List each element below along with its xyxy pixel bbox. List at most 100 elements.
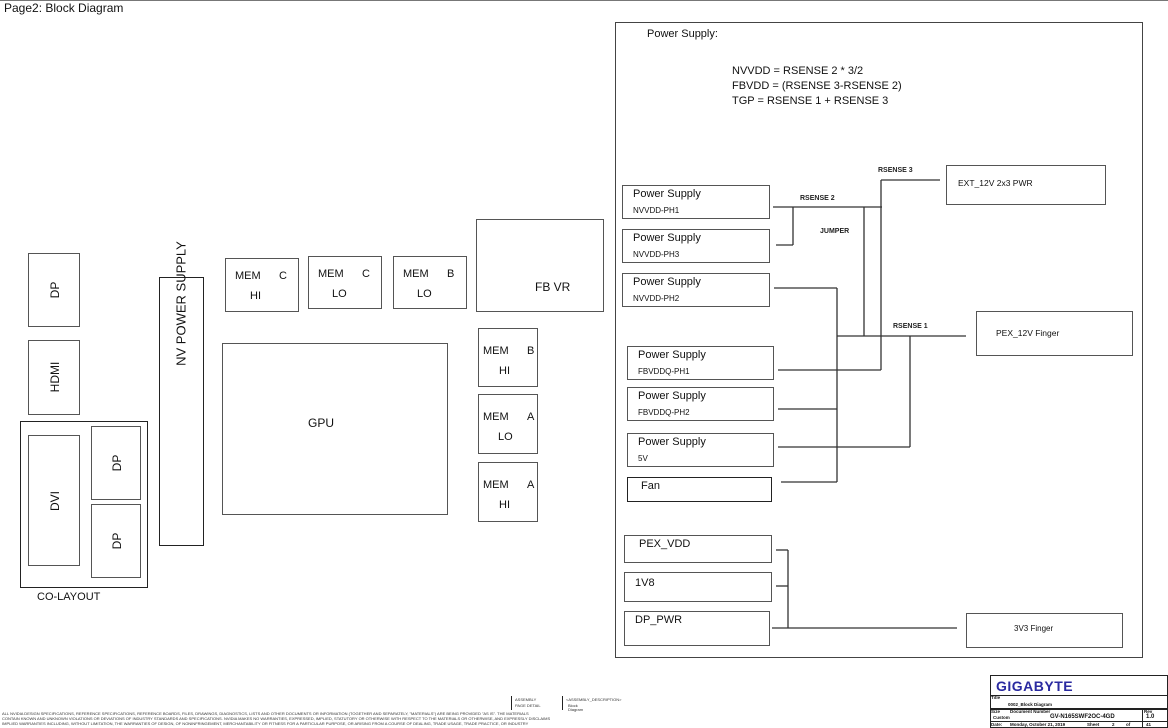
mem-b-lo-name: MEM xyxy=(403,268,429,280)
supply-fbvddq-ph1: Power Supply FBVDDQ-PH1 xyxy=(627,346,774,380)
supply-sub: FBVDDQ-PH1 xyxy=(638,367,690,376)
supply-sub: FBVDDQ-PH2 xyxy=(638,408,690,417)
supply-nvvdd-ph3: Power Supply NVVDD-PH3 xyxy=(622,229,770,263)
page-detail-label: PAGE DETAIL xyxy=(515,703,541,708)
mem-a-lo-half: LO xyxy=(498,431,513,443)
rev-label: Rev xyxy=(1144,709,1153,714)
fb-vr-block: FB VR xyxy=(476,219,604,312)
mem-c-lo-name: MEM xyxy=(318,268,344,280)
supply-nvvdd-ph2: Power Supply NVVDD-PH2 xyxy=(622,273,770,307)
mem-b-lo-block: MEM B LO xyxy=(393,256,467,309)
mem-c-lo-block: MEM C LO xyxy=(308,256,382,309)
mem-c-hi-bank: C xyxy=(279,270,287,282)
size-value: Custom xyxy=(993,715,1010,720)
disclaimer-line-2: CONTAIN KNOWN AND UNKNOWN VIOLATIONS OR … xyxy=(2,716,551,721)
mem-c-hi-name: MEM xyxy=(235,270,261,282)
supply-5v: Power Supply 5V xyxy=(627,433,774,467)
doc-number-label: Document Number xyxy=(1010,709,1051,714)
rev-value: 1.0 xyxy=(1146,714,1155,720)
supply-nvvdd-ph1: Power Supply NVVDD-PH1 xyxy=(622,185,770,219)
supply-title: Power Supply xyxy=(633,276,701,288)
rev-divider xyxy=(1142,709,1143,728)
supply-sub: NVVDD-PH3 xyxy=(633,250,680,259)
nv-power-supply-block xyxy=(159,277,204,546)
mem-a-hi-block: MEM A HI xyxy=(478,462,538,522)
desc-line-1: Block xyxy=(568,703,578,708)
disclaimer-line-1: ALL NVIDIA DESIGN SPECIFICATIONS, REFERE… xyxy=(2,711,529,716)
supply-title: Power Supply xyxy=(638,390,706,402)
dp-co2-label: DP xyxy=(110,532,124,550)
mem-b-hi-name: MEM xyxy=(483,345,509,357)
gpu-label: GPU xyxy=(308,416,335,430)
fb-vr-label: FB VR xyxy=(535,280,571,294)
mem-b-lo-half: LO xyxy=(417,288,432,300)
supply-sub: NVVDD-PH2 xyxy=(633,294,680,303)
v3v3-source: 3V3 Finger xyxy=(966,613,1123,648)
rail-label: 1V8 xyxy=(635,577,655,589)
gigabyte-logo: GIGABYTE xyxy=(996,678,1074,694)
mem-c-lo-bank: C xyxy=(362,268,370,280)
mem-b-hi-bank: B xyxy=(527,345,535,357)
title-value: 0002_Block Diagram xyxy=(1008,702,1053,707)
dp-connector-top: DP xyxy=(28,253,80,327)
dvi-connector: DVI xyxy=(28,435,80,566)
nv-power-supply-label: NV POWER SUPPLY xyxy=(173,241,189,366)
of-label: of xyxy=(1126,722,1131,727)
fan-label: Fan xyxy=(641,480,660,492)
dp-connector-co2: DP xyxy=(91,504,141,578)
rsense1-label: RSENSE 1 xyxy=(893,323,928,330)
v3v3-label: 3V3 Finger xyxy=(1014,624,1054,633)
pex-12v-label: PEX_12V Finger xyxy=(996,328,1060,338)
date-value: Monday, October 21, 2019 xyxy=(1010,722,1066,727)
date-label: Date: xyxy=(991,722,1003,727)
mem-a-hi-half: HI xyxy=(499,499,510,511)
mem-c-hi-half: HI xyxy=(250,290,261,302)
formula-nvvdd: NVVDD = RSENSE 2 * 3/2 xyxy=(732,65,864,77)
hdmi-connector: HDMI xyxy=(28,340,80,415)
power-panel-heading: Power Supply: xyxy=(647,28,718,40)
gpu-block: GPU xyxy=(222,343,448,515)
mem-b-lo-bank: B xyxy=(447,268,455,280)
co-layout-label: CO-LAYOUT xyxy=(37,591,101,603)
total-sheets: 41 xyxy=(1146,722,1152,727)
footer-divider xyxy=(511,696,512,710)
dp-co1-label: DP xyxy=(110,454,124,472)
dp-connector-co1: DP xyxy=(91,426,141,500)
jumper-label: JUMPER xyxy=(820,228,850,235)
title-label: Title xyxy=(991,695,1001,700)
mem-a-lo-name: MEM xyxy=(483,411,509,423)
rail-pex-vdd: PEX_VDD xyxy=(624,535,772,563)
rail-label: DP_PWR xyxy=(635,614,683,626)
disclaimer-line-3: IMPLIED WARRANTIES INCLUDING, WITHOUT LI… xyxy=(2,721,529,726)
supply-title: Power Supply xyxy=(638,436,706,448)
size-label: Size xyxy=(991,709,1001,714)
supply-title: Power Supply xyxy=(638,349,706,361)
ext-12v-label: EXT_12V 2x3 PWR xyxy=(958,178,1033,188)
assembly-description: <ASSEMBLY_DESCRIPTION> xyxy=(566,697,622,702)
pex-12v-source: PEX_12V Finger xyxy=(976,311,1133,356)
footer-divider xyxy=(562,696,563,710)
formula-tgp: TGP = RSENSE 1 + RSENSE 3 xyxy=(732,95,889,107)
mem-c-hi-block: MEM C HI xyxy=(225,258,299,312)
hdmi-label: HDMI xyxy=(48,361,62,393)
supply-title: Power Supply xyxy=(633,232,701,244)
dvi-label: DVI xyxy=(48,491,62,512)
page-top-border xyxy=(0,0,1168,1)
mem-a-hi-name: MEM xyxy=(483,479,509,491)
mem-b-hi-half: HI xyxy=(499,365,510,377)
supply-sub: 5V xyxy=(638,454,648,463)
sheet-value: 2 xyxy=(1112,722,1115,727)
mem-a-lo-block: MEM A LO xyxy=(478,394,538,454)
supply-sub: NVVDD-PH1 xyxy=(633,206,680,215)
doc-number: GV-N165SWF2OC-4GD xyxy=(1050,714,1115,720)
sheet-label: Sheet xyxy=(1087,722,1100,727)
supply-title: Power Supply xyxy=(633,188,701,200)
ext-12v-source: EXT_12V 2x3 PWR xyxy=(946,165,1106,205)
rsense3-label: RSENSE 3 xyxy=(878,167,913,174)
rail-dp-pwr: DP_PWR xyxy=(624,611,770,646)
mem-a-lo-bank: A xyxy=(527,411,535,423)
desc-line-2: Diagram xyxy=(568,707,584,712)
assembly-label: ASSEMBLY xyxy=(515,697,537,702)
mem-a-hi-bank: A xyxy=(527,479,535,491)
dp-top-label: DP xyxy=(48,281,62,299)
